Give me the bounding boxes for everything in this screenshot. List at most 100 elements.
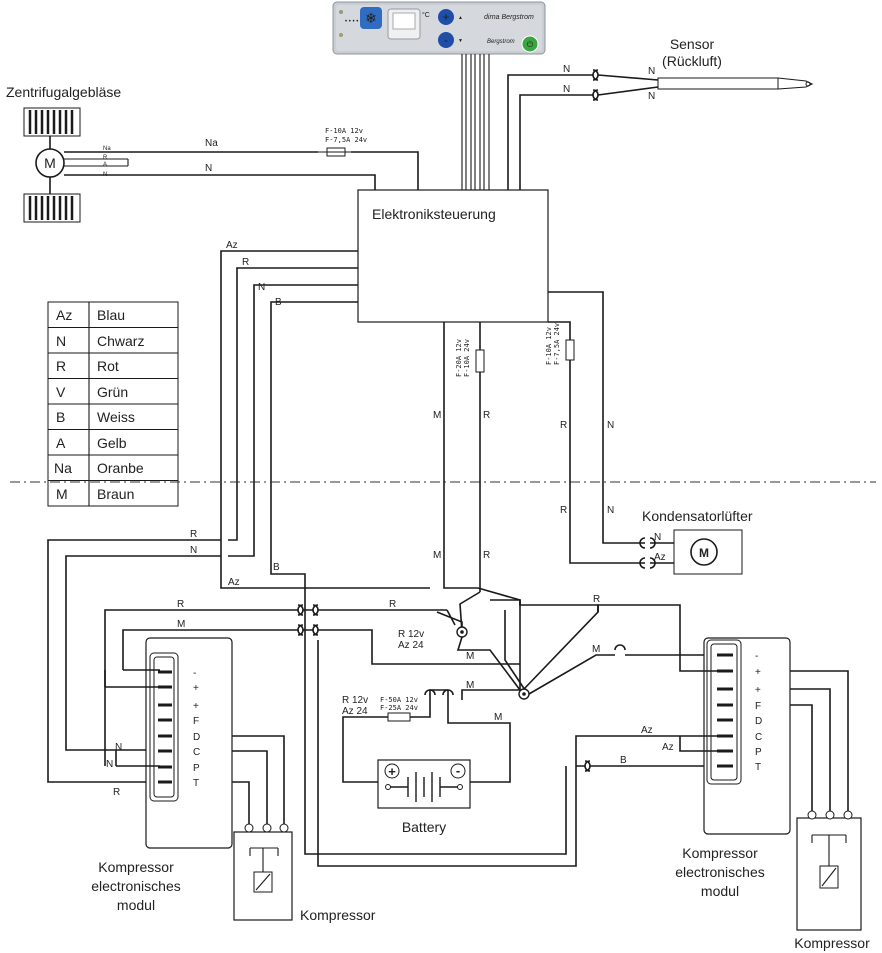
plus-label: + (442, 10, 449, 24)
terminal-label: - (755, 651, 758, 662)
sensor: Sensor (Rückluft) (657, 36, 814, 90)
wire-label-b: B (273, 562, 280, 573)
wire-label-n: N (103, 172, 107, 178)
module-right-label: Kompressor (682, 845, 758, 861)
legend-code: M (56, 486, 68, 502)
terminal-label: C (755, 732, 762, 743)
terminal-label: D (193, 732, 200, 743)
legend-code: N (56, 333, 66, 349)
battery-label: Battery (402, 819, 446, 835)
svg-text:▲: ▲ (458, 15, 463, 21)
legend-color: Grün (97, 384, 128, 400)
wire-label-m: M (466, 651, 474, 662)
module-left-label: electronisches (91, 878, 181, 894)
power-icon: ⏻ (527, 40, 534, 49)
svg-text:❄: ❄ (365, 10, 377, 26)
wire-label-n: N (190, 545, 197, 556)
svg-text:▼: ▼ (458, 38, 463, 44)
terminal-label: + (193, 701, 199, 712)
wire-label-r: R (190, 529, 197, 540)
wire-label: N (563, 84, 570, 95)
wire-label-m: M (433, 550, 441, 561)
wire-label-r: R (113, 787, 120, 798)
wire-label-m: M (177, 619, 185, 630)
wire-label-az: Az (226, 240, 238, 251)
wire-label-r: R (177, 599, 184, 610)
terminal-label: T (193, 778, 199, 789)
relay-label: R 12v (398, 629, 424, 640)
wire-label-n: N (106, 759, 113, 770)
wire-label: N (648, 91, 655, 102)
battery-minus-icon (450, 763, 466, 779)
minus-button[interactable] (438, 32, 454, 48)
legend-color: Weiss (97, 409, 135, 425)
condenser-motor-icon (690, 538, 718, 566)
wire-label: N (648, 66, 655, 77)
wire-label-m: M (592, 644, 600, 655)
centrifugal-blower: Zentrifugalgebläse M (6, 84, 121, 223)
wire-label-az: Az (641, 725, 653, 736)
legend-code: R (56, 358, 66, 374)
minus-label: - (444, 33, 448, 47)
wire-label-r: R (242, 257, 249, 268)
fuse-label: F-10A 12v (325, 127, 363, 135)
power-button[interactable] (521, 35, 539, 53)
legend-color: Blau (97, 307, 125, 323)
wire-label-r: R (483, 410, 490, 421)
wire-label-r: R (103, 155, 108, 161)
fuse-label: F-10A 12v (545, 327, 553, 365)
fuse-label: F-50A 12v (380, 696, 418, 704)
controller-label: Elektroniksteuerung (372, 206, 496, 222)
legend-color: Chwarz (97, 333, 144, 349)
terminal-label: - (193, 668, 196, 679)
terminal-label: P (755, 747, 762, 758)
wire-label-az: Az (662, 742, 674, 753)
terminal-label: P (193, 763, 200, 774)
wire-label-n: N (607, 505, 614, 516)
control-panel: • • • • ❄ °C + - ▲ ▼ dirna Bergstrom Ber… (332, 1, 546, 55)
legend-color: Braun (97, 486, 134, 502)
module-right-label: electronisches (675, 864, 765, 880)
fuse-controller-r: F-10A 12v F-7,5A 24v (545, 323, 575, 365)
wire-label-m: M (494, 712, 502, 723)
terminal-label: + (755, 685, 761, 696)
wire-label-r: R (560, 420, 567, 431)
fuse-battery: F-50A 12v F-25A 24v (380, 696, 418, 722)
degree-label: °C (422, 11, 430, 19)
legend-code: B (56, 409, 65, 425)
plus-button[interactable] (438, 9, 454, 25)
compressor-left: Kompressor (233, 823, 376, 923)
sensor-sublabel: (Rückluft) (662, 53, 722, 69)
condenser-motor-label: M (699, 546, 709, 560)
blower-wheel-bottom (23, 193, 81, 223)
legend-code: Na (54, 460, 72, 476)
electronic-controller: Elektroniksteuerung (357, 189, 549, 323)
relay-label: Az 24 (398, 640, 424, 651)
terminal-label: + (193, 683, 199, 694)
blower-wheel-top (23, 107, 81, 137)
panel-cable-bundle (461, 54, 490, 190)
terminal-label: + (755, 667, 761, 678)
wire-label-m: M (433, 410, 441, 421)
compressor-module-left: - + + F D C P T (145, 637, 233, 849)
legend-code: A (56, 435, 66, 451)
wire-label-m: M (466, 680, 474, 691)
terminal-label: D (755, 716, 762, 727)
wire-label-az: Az (654, 552, 666, 563)
wire-label-b: B (275, 297, 282, 308)
wire-label-na: Na (103, 146, 111, 152)
wire-label-az: Az (228, 577, 240, 588)
snowflake-icon[interactable] (360, 7, 382, 29)
fuse-label: F-20A 12v (455, 339, 463, 377)
battery: + - Battery (377, 759, 471, 835)
condenser-fan: Kondensatorlüfter M (642, 508, 753, 575)
wire-label-r: R (483, 550, 490, 561)
wire-label-n: N (607, 420, 614, 431)
blower-label: Zentrifugalgebläse (6, 84, 121, 100)
relay-label: Az 24 (342, 706, 368, 717)
compressor-left-label: Kompressor (300, 907, 376, 923)
compressor-right: Kompressor (794, 810, 870, 951)
svg-text:• • • •: • • • • (345, 19, 358, 25)
wire-label-a: A (103, 162, 107, 168)
terminal-label: F (755, 701, 761, 712)
